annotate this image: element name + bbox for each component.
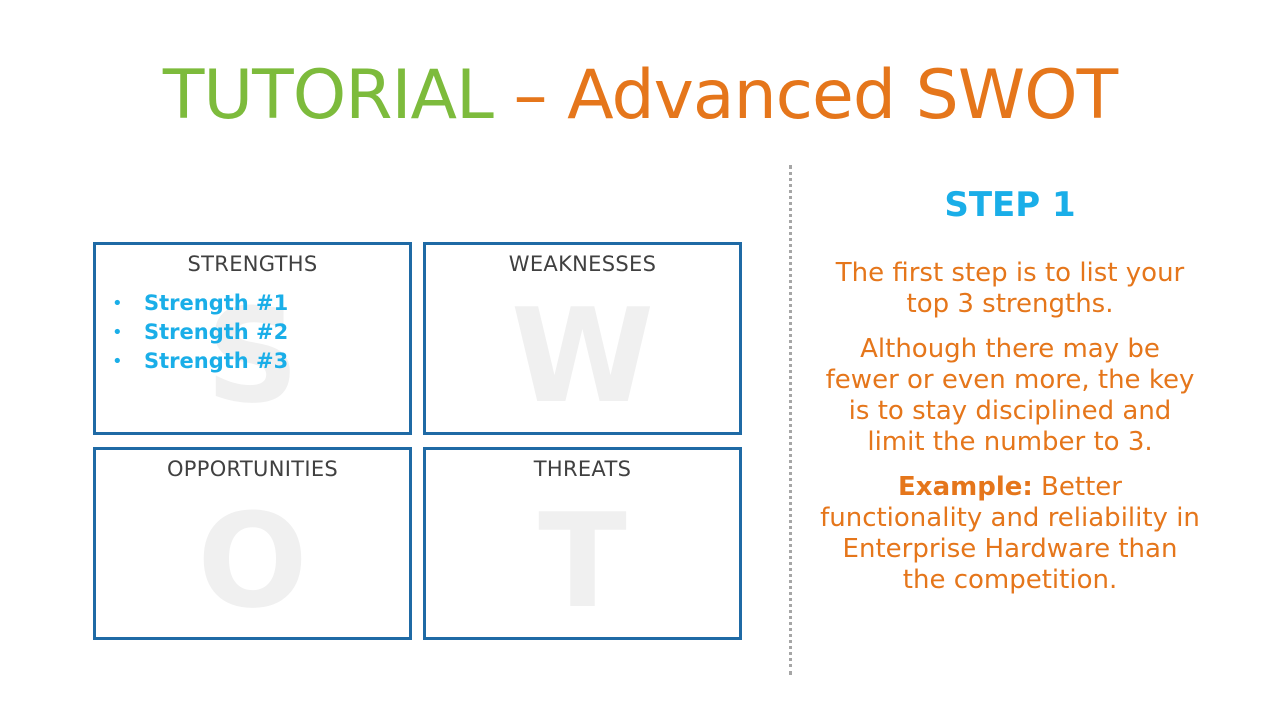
title-tutorial: TUTORIAL [162,56,494,135]
list-item: Strength #2 [110,318,288,347]
quadrant-label-opportunities: OPPORTUNITIES [166,457,339,481]
example-text: Better functionality and reliability in … [820,472,1200,595]
step-paragraph-2: Although there may be fewer or even more… [825,334,1195,457]
slide-title: TUTORIAL – Advanced SWOT [0,52,1280,140]
strengths-list: Strength #1 Strength #2 Strength #3 [110,289,288,376]
title-separator: – [492,56,568,135]
quadrant-label-strengths: STRENGTHS [187,252,318,276]
dotted-divider [789,165,792,675]
quadrant-label-threats: THREATS [533,457,632,481]
watermark-letter-t: T [538,485,627,637]
list-item: Strength #1 [110,289,288,318]
quadrant-weaknesses: W WEAKNESSES [423,242,742,435]
step-description: The first step is to list your top 3 str… [820,258,1200,610]
example-label: Example: [898,472,1033,502]
watermark-letter-o: O [197,485,308,637]
quadrant-label-weaknesses: WEAKNESSES [508,252,657,276]
quadrant-strengths: S STRENGTHS Strength #1 Strength #2 Stre… [93,242,412,435]
quadrant-threats: T THREATS [423,447,742,640]
step-title: STEP 1 [944,185,1076,225]
title-advanced-swot: Advanced SWOT [567,56,1118,135]
list-item: Strength #3 [110,347,288,376]
step-example: Example: Better functionality and reliab… [820,472,1200,596]
quadrant-opportunities: O OPPORTUNITIES [93,447,412,640]
watermark-letter-w: W [510,280,655,432]
step-paragraph-1: The first step is to list your top 3 str… [835,258,1185,319]
